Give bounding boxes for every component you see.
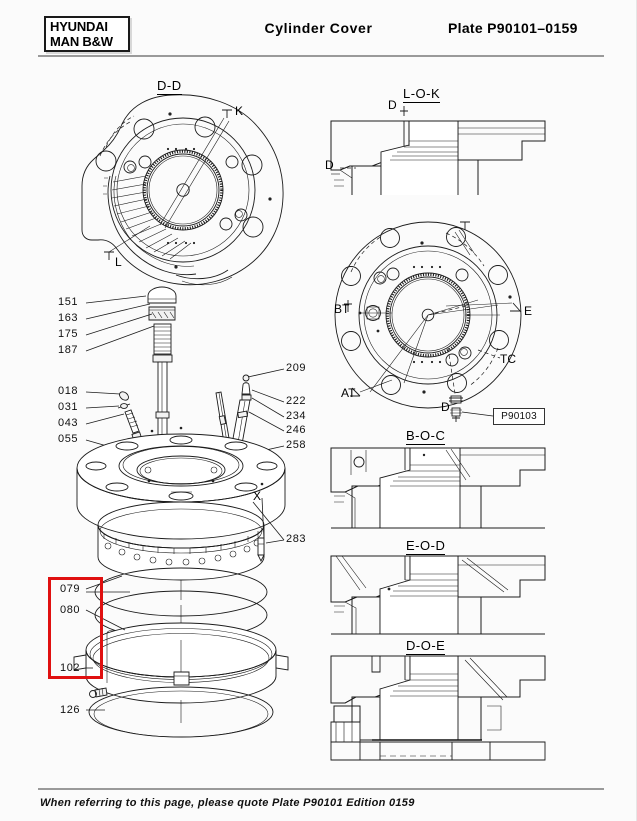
footer-divider (38, 788, 604, 790)
callout-d-top: D (388, 98, 397, 112)
logo-line-2: MAN B&W (50, 34, 113, 49)
page-title: Cylinder Cover (264, 20, 373, 36)
callout-l: L (115, 255, 122, 269)
part-label-080: 080 (60, 604, 81, 616)
section-title-dd: D-D (157, 78, 182, 95)
part-label-187: 187 (58, 344, 79, 356)
callout-bt: BT (334, 302, 350, 316)
part-label-018: 018 (58, 385, 79, 397)
part-label-283: 283 (286, 533, 307, 545)
part-label-151: 151 (58, 296, 79, 308)
part-label-031: 031 (58, 401, 79, 413)
plate-number: Plate P90101–0159 (448, 20, 578, 36)
part-label-079: 079 (60, 583, 81, 595)
part-label-163: 163 (58, 312, 79, 324)
part-label-043: 043 (58, 417, 79, 429)
callout-e: E (524, 304, 533, 318)
brand-logo: HYUNDAI MAN B&W (44, 16, 130, 52)
callout-tc: TC (500, 352, 516, 366)
part-label-234: 234 (286, 410, 307, 422)
cylinder-cover-body (73, 426, 289, 738)
footer-note: When referring to this page, please quot… (40, 797, 415, 809)
part-label-246: 246 (286, 424, 307, 436)
part-label-126: 126 (60, 704, 81, 716)
part-label-055: 055 (58, 433, 79, 445)
part-label-222: 222 (286, 395, 307, 407)
callout-x: X (253, 489, 262, 503)
section-title-boc: B-O-C (406, 428, 446, 445)
view-doe (330, 655, 546, 761)
callout-at: AT (341, 386, 356, 400)
stud-assembly-left (85, 391, 146, 458)
logo-line-1: HYUNDAI (50, 19, 108, 34)
part-label-102: 102 (60, 662, 81, 674)
section-title-lok: L-O-K (403, 86, 441, 103)
stud-assembly-upper (85, 286, 177, 461)
section-title-doe: D-O-E (406, 638, 446, 655)
part-label-258: 258 (286, 439, 307, 451)
callout-d-bottom: D (441, 400, 450, 414)
stud-assembly-right (215, 368, 285, 477)
header-divider (38, 55, 604, 57)
view-lok (330, 106, 546, 195)
callout-k: K (235, 104, 244, 118)
view-boc (330, 447, 546, 529)
view-plan-circle (334, 221, 522, 422)
view-dd (81, 94, 284, 286)
part-label-209: 209 (286, 362, 307, 374)
callout-d-left: D (325, 158, 334, 172)
part-label-175: 175 (58, 328, 79, 340)
section-title-eod: E-O-D (406, 538, 446, 555)
view-eod (330, 555, 546, 635)
plate-reference-callout[interactable]: P90103 (493, 408, 545, 425)
